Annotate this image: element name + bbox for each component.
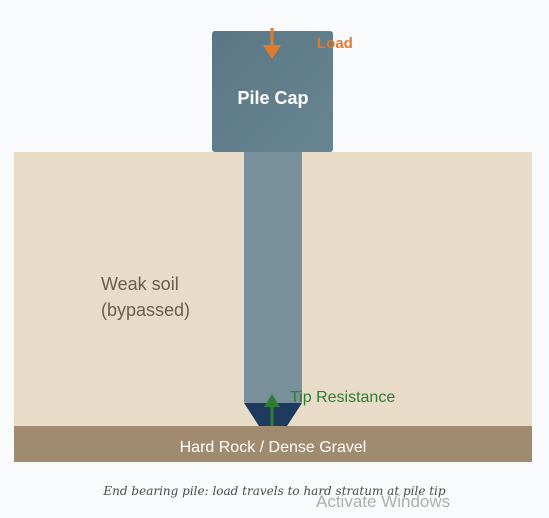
- hard-rock-label: Hard Rock / Dense Gravel: [180, 439, 367, 456]
- pile-cap: [212, 31, 333, 152]
- weak-soil-label-line2: (bypassed): [101, 300, 190, 320]
- load-arrow-icon: [263, 28, 281, 59]
- pile-shaft: [244, 150, 302, 404]
- load-label: Load: [317, 35, 353, 52]
- activate-windows-watermark: Activate Windows: [316, 492, 451, 511]
- end-bearing-pile-diagram: Pile Cap Load Weak soil (bypassed) Tip R…: [14, 28, 532, 462]
- pile-cap-label: Pile Cap: [237, 88, 308, 108]
- tip-resistance-label: Tip Resistance: [290, 389, 395, 406]
- diagram-caption: End bearing pile: load travels to hard s…: [103, 484, 446, 498]
- weak-soil-label-line1: Weak soil: [101, 274, 179, 294]
- tip-resistance-arrow-icon: [264, 394, 280, 426]
- hard-rock-layer: [14, 426, 532, 462]
